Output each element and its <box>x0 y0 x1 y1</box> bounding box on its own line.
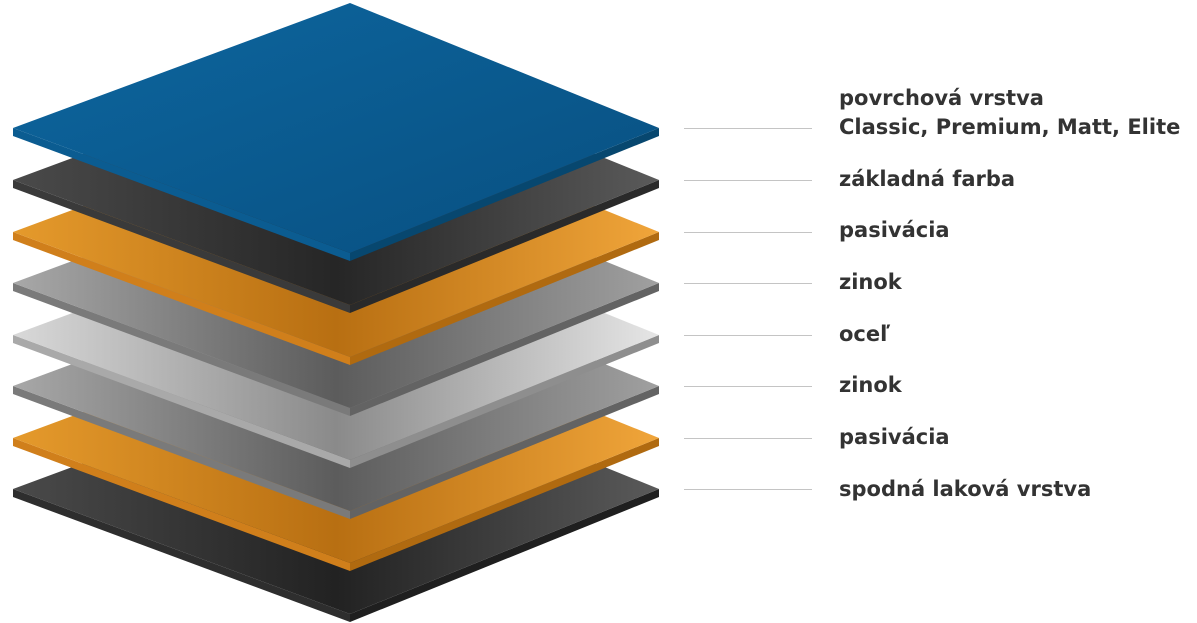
layer-edge-right <box>350 489 659 622</box>
layer-label-zinc: zinok <box>839 270 902 294</box>
layer-top-coat <box>13 3 659 261</box>
layer-edge-right <box>350 438 659 571</box>
leader-line-zinc <box>684 283 812 284</box>
leader-line-top-coat <box>684 128 812 129</box>
leader-line-steel <box>684 335 812 336</box>
layer-edge-left <box>13 232 350 365</box>
leader-line-passivation <box>684 232 812 233</box>
layer-edge-right <box>350 386 659 519</box>
layer-edge-right <box>350 232 659 365</box>
layer-label-top-coat-sub: Classic, Premium, Matt, Elite <box>839 115 1181 139</box>
layer-label-primer: základná farba <box>839 167 1016 191</box>
layer-edge-left <box>13 283 350 416</box>
leader-line-primer <box>684 180 812 181</box>
layer-edge-right <box>350 283 659 416</box>
layer-edge-left <box>13 128 350 261</box>
leader-line-passivation-2 <box>684 438 812 439</box>
layer-label-top-coat: povrchová vrstva <box>839 86 1044 110</box>
layer-edge-right <box>350 128 659 261</box>
layer-edge-left <box>13 335 350 468</box>
leader-line-zinc-2 <box>684 386 812 387</box>
layer-label-passivation-2: pasivácia <box>839 425 950 449</box>
layer-label-steel: oceľ <box>839 322 891 346</box>
layer-face <box>13 3 659 253</box>
layer-edge-left <box>13 438 350 571</box>
layer-label-zinc-2: zinok <box>839 373 902 397</box>
layer-label-back-coat: spodná laková vrstva <box>839 477 1092 501</box>
layer-label-passivation: pasivácia <box>839 218 950 242</box>
leader-line-back-coat <box>684 489 812 490</box>
layer-edge-right <box>350 180 659 313</box>
layer-edge-left <box>13 489 350 622</box>
layer-edge-left <box>13 180 350 313</box>
layer-edge-right <box>350 335 659 468</box>
layer-edge-left <box>13 386 350 519</box>
